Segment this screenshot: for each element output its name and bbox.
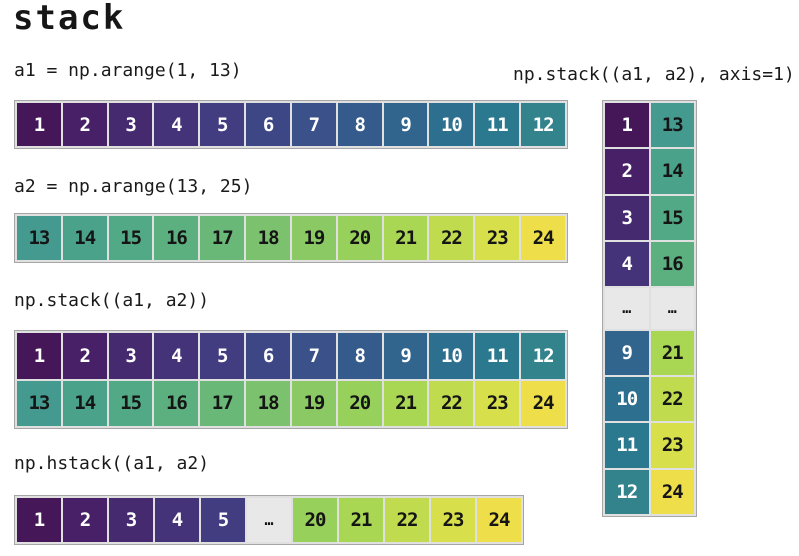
array-cell: 22 — [650, 376, 694, 422]
array-cell: 23 — [650, 423, 694, 468]
array-cell: 11 — [475, 333, 520, 379]
array-cell: 19 — [291, 216, 336, 260]
array-cell: 5 — [200, 333, 245, 379]
array-cell: 15 — [108, 380, 153, 426]
array-cell: 4 — [605, 241, 649, 287]
array-cell: 14 — [62, 216, 107, 260]
array-cell: 2 — [605, 149, 649, 194]
array-cell: 17 — [200, 216, 245, 260]
array-cell: 24 — [521, 380, 565, 426]
array-cell: 4 — [155, 498, 199, 542]
array-cell: 9 — [383, 333, 428, 379]
array-cell: 2 — [63, 498, 107, 542]
array-cell: 4 — [154, 103, 199, 146]
ellipsis-cell: … — [247, 498, 291, 542]
array-cell: 22 — [429, 380, 474, 426]
array-cell: 3 — [605, 195, 649, 240]
array-cell: 4 — [154, 333, 199, 379]
array-cell: 5 — [200, 103, 245, 146]
array-cell: 5 — [201, 498, 245, 542]
array-cell: 23 — [431, 498, 475, 542]
array-cell: 3 — [109, 498, 153, 542]
array-cell: 8 — [337, 333, 382, 379]
array-cell: 16 — [154, 216, 199, 260]
page-title: stack — [13, 0, 126, 38]
array-cell: 19 — [291, 380, 336, 426]
ellipsis-cell: … — [605, 288, 649, 329]
ellipsis-cell: … — [650, 288, 694, 329]
array-cell: 20 — [337, 380, 382, 426]
array-cell: 21 — [383, 380, 428, 426]
array-cell: 2 — [62, 103, 107, 146]
hstack-code-label: np.hstack((a1, a2) — [14, 453, 210, 474]
array-cell: 3 — [108, 103, 153, 146]
array-cell: 23 — [475, 380, 520, 426]
array-cell: 24 — [477, 498, 521, 542]
array-cell: 18 — [246, 216, 290, 260]
stack-axis1-code-label: np.stack((a1, a2), axis=1) — [513, 64, 795, 85]
array-cell: 21 — [650, 330, 694, 375]
array-cell: 16 — [650, 241, 694, 287]
array-cell: 1 — [17, 498, 61, 542]
array-cell: 20 — [293, 498, 337, 542]
array-cell: 12 — [521, 103, 565, 146]
array-cell: 3 — [108, 333, 153, 379]
array-cell: 9 — [383, 103, 428, 146]
array-cell: 20 — [337, 216, 382, 260]
array-cell: 9 — [605, 330, 649, 375]
array-cell: 17 — [200, 380, 245, 426]
array-cell: 24 — [521, 216, 565, 260]
array-cell: 2 — [62, 333, 107, 379]
array-cell: 14 — [62, 380, 107, 426]
array-cell: 7 — [291, 333, 336, 379]
array-cell: 15 — [650, 195, 694, 240]
array-cell: 8 — [337, 103, 382, 146]
array-cell: 21 — [383, 216, 428, 260]
array-cell: 10 — [429, 333, 474, 379]
a1-code-label: a1 = np.arange(1, 13) — [14, 60, 242, 81]
array-cell: 6 — [246, 333, 290, 379]
array-cell: 7 — [291, 103, 336, 146]
array-cell: 1 — [17, 333, 61, 379]
array-cell: 10 — [429, 103, 474, 146]
stack-code-label: np.stack((a1, a2)) — [14, 290, 210, 311]
array-cell: 6 — [246, 103, 290, 146]
array-cell: 16 — [154, 380, 199, 426]
array-cell: 21 — [339, 498, 383, 542]
array-cell: 10 — [605, 376, 649, 422]
array-cell: 11 — [475, 103, 520, 146]
array-cell: 15 — [108, 216, 153, 260]
array-cell: 13 — [650, 103, 694, 148]
array-cell: 18 — [246, 380, 290, 426]
array-cell: 24 — [650, 469, 694, 514]
array-cell: 12 — [605, 469, 649, 514]
array-cell: 13 — [17, 216, 61, 260]
array-cell: 22 — [385, 498, 429, 542]
array-cell: 13 — [17, 380, 61, 426]
a2-code-label: a2 = np.arange(13, 25) — [14, 176, 253, 197]
array-cell: 23 — [475, 216, 520, 260]
array-cell: 11 — [605, 423, 649, 468]
array-cell: 1 — [605, 103, 649, 148]
array-cell: 14 — [650, 149, 694, 194]
array-cell: 12 — [521, 333, 565, 379]
array-cell: 1 — [17, 103, 61, 146]
array-cell: 22 — [429, 216, 474, 260]
